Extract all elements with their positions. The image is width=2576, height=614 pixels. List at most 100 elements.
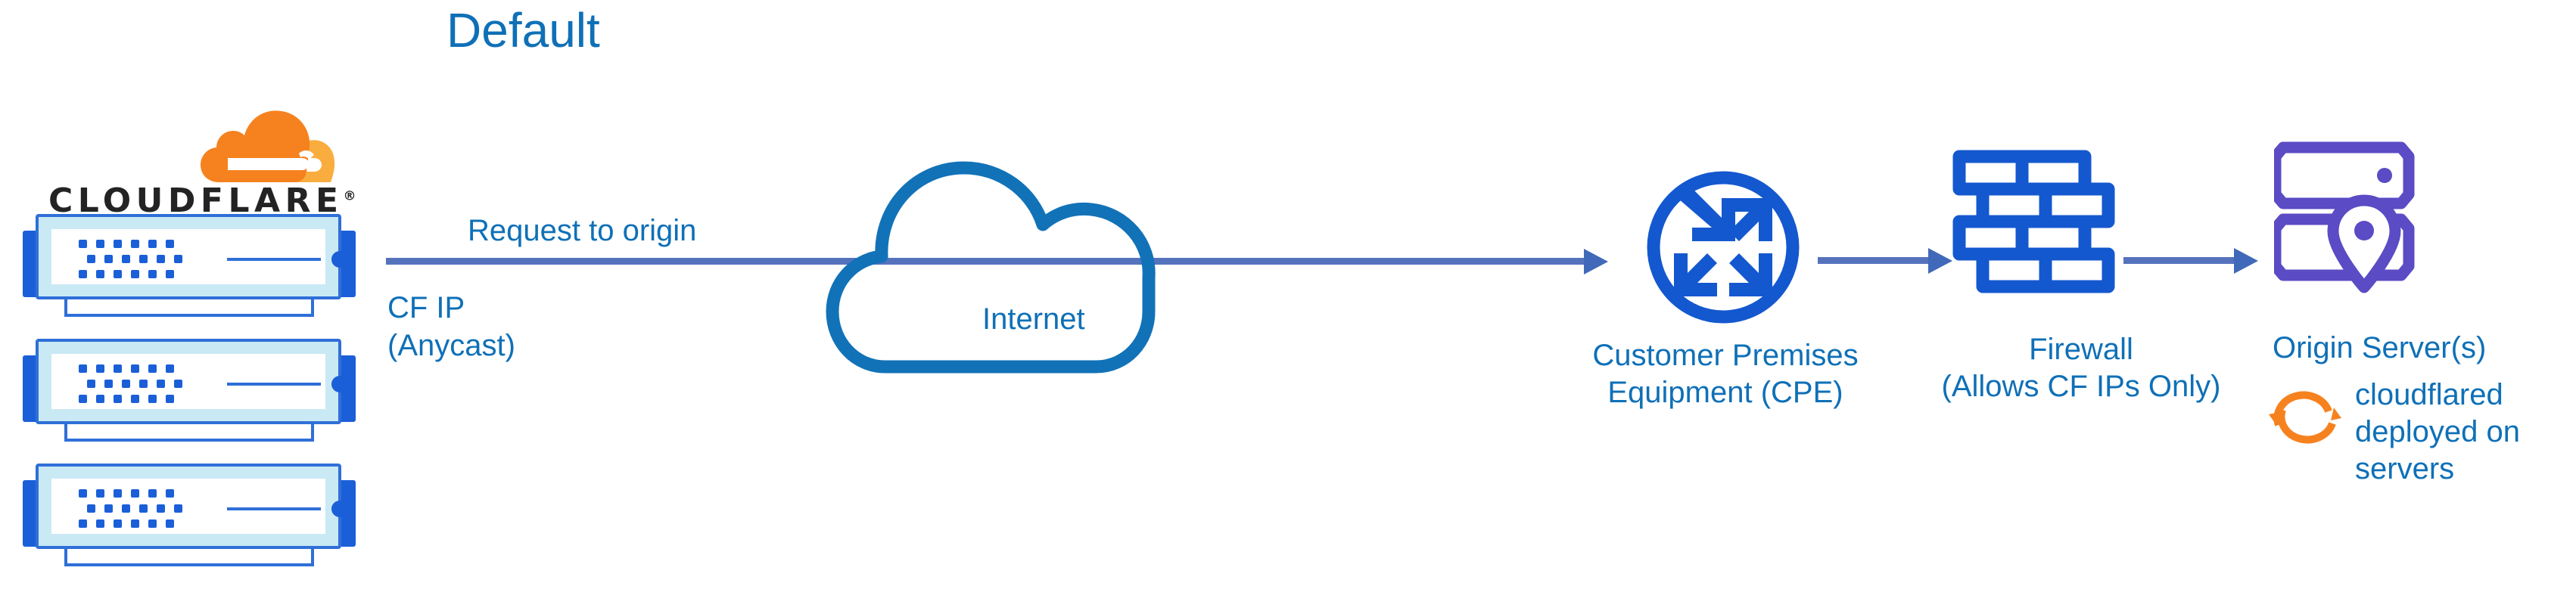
brick-wall-icon: [1952, 150, 2115, 293]
server-vent-dot: [122, 255, 130, 263]
cpe-label-line-2: Equipment (CPE): [1607, 376, 1843, 409]
server-vent-dot: [166, 240, 174, 248]
flow-connector-firewall-to-origin: [2123, 257, 2235, 264]
server-vent-dot: [114, 364, 122, 373]
server-vent-dot: [166, 364, 174, 373]
server-vent-dot: [87, 380, 95, 388]
server-base-shadow: [64, 422, 314, 442]
server-vent-dot: [87, 504, 95, 513]
server-vent-dot: [114, 240, 122, 248]
server-vent-grid: [79, 489, 185, 529]
server-vent-dot: [96, 395, 104, 403]
server-vent-dot: [122, 504, 130, 513]
server-base-shadow: [64, 297, 314, 317]
cloudflare-wordmark: CLOUDFLARE®: [48, 181, 356, 220]
server-vent-dot: [131, 395, 139, 403]
server-vent-dot: [114, 519, 122, 528]
server-vent-dot: [104, 255, 113, 263]
server-base-shadow: [64, 547, 314, 566]
server-vent-dot: [79, 364, 87, 373]
cloud-icon: [826, 161, 1156, 374]
server-vent-dot: [131, 519, 139, 528]
cloudflared-note-line-1: cloudflared: [2355, 378, 2503, 411]
firewall-label: Firewall (Allows CF IPs Only): [1892, 331, 2270, 405]
server-front-panel: [51, 354, 348, 409]
server-vent-dot: [131, 270, 139, 278]
flow-connector-cpe-to-firewall: [1818, 257, 1930, 264]
sync-refresh-icon: [2269, 391, 2341, 444]
server-vent-dot: [104, 504, 113, 513]
cloudflare-cloud-mark: [201, 110, 335, 182]
server-rack-pin-icon: [2274, 141, 2415, 293]
server-vent-dot: [148, 489, 157, 498]
flow-arrowhead-firewall: [1928, 248, 1952, 274]
flow-arrowhead-cpe: [1584, 249, 1608, 274]
server-vent-grid: [79, 364, 185, 404]
server-vent-dot: [139, 255, 148, 263]
server-vent-dot: [139, 380, 148, 388]
server-slot-line: [227, 383, 321, 386]
cpe-label-line-1: Customer Premises: [1592, 339, 1859, 372]
server-vent-dot: [166, 489, 174, 498]
server-status-led: [331, 251, 348, 268]
flow-connector-edge-to-cpe: [386, 258, 1585, 265]
edge-server-unit: [23, 214, 356, 321]
server-vent-dot: [96, 519, 104, 528]
server-vent-dot: [96, 270, 104, 278]
server-slot-line: [227, 507, 321, 510]
server-vent-dot: [87, 255, 95, 263]
server-vent-dot: [157, 380, 165, 388]
server-slot-line: [227, 258, 321, 261]
server-vent-dot: [174, 504, 182, 513]
server-vent-dot: [157, 504, 165, 513]
server-vent-dot: [148, 395, 157, 403]
cloudflared-note-line-3: servers: [2355, 452, 2455, 485]
cloudflared-note-line-2: deployed on: [2355, 415, 2520, 448]
server-vent-dot: [174, 255, 182, 263]
server-vent-dot: [114, 395, 122, 403]
server-status-led: [331, 501, 348, 517]
cf-ip-line-1: CF IP: [387, 291, 465, 324]
server-vent-dot: [174, 380, 182, 388]
server-chassis: [36, 464, 348, 549]
server-vent-dot: [148, 270, 157, 278]
server-status-led: [331, 376, 348, 392]
server-vent-dot: [122, 380, 130, 388]
origin-label: Origin Server(s): [2273, 331, 2487, 364]
server-vent-dot: [131, 489, 139, 498]
server-vent-dot: [131, 240, 139, 248]
server-vent-dot: [139, 504, 148, 513]
server-vent-dot: [148, 519, 157, 528]
server-vent-dot: [166, 395, 174, 403]
server-vent-dot: [104, 380, 113, 388]
edge-server-unit: [23, 464, 356, 571]
server-front-panel: [51, 229, 348, 284]
server-vent-dot: [114, 270, 122, 278]
cloud-label-internet: Internet: [982, 302, 1085, 336]
server-vent-dot: [79, 240, 87, 248]
page-title: Default: [446, 3, 600, 57]
router-icon: [1647, 171, 1800, 324]
server-front-panel: [51, 479, 348, 534]
server-vent-dot: [79, 519, 87, 528]
cpe-label: Customer Premises Equipment (CPE): [1536, 337, 1915, 411]
server-chassis: [36, 339, 348, 424]
server-vent-grid: [79, 240, 185, 279]
server-vent-dot: [96, 489, 104, 498]
server-vent-dot: [166, 519, 174, 528]
server-vent-dot: [114, 489, 122, 498]
server-vent-dot: [148, 240, 157, 248]
flow-label-cf-ip: CF IP (Anycast): [387, 289, 515, 364]
server-chassis: [36, 214, 348, 299]
server-vent-dot: [79, 489, 87, 498]
server-vent-dot: [157, 255, 165, 263]
server-vent-dot: [79, 395, 87, 403]
cloudflare-logo: CLOUDFLARE®: [38, 110, 356, 223]
server-vent-dot: [131, 364, 139, 373]
server-vent-dot: [148, 364, 157, 373]
server-vent-dot: [96, 364, 104, 373]
cloudflared-note: cloudflared deployed on servers: [2355, 377, 2520, 488]
edge-server-unit: [23, 339, 356, 446]
server-vent-dot: [166, 270, 174, 278]
